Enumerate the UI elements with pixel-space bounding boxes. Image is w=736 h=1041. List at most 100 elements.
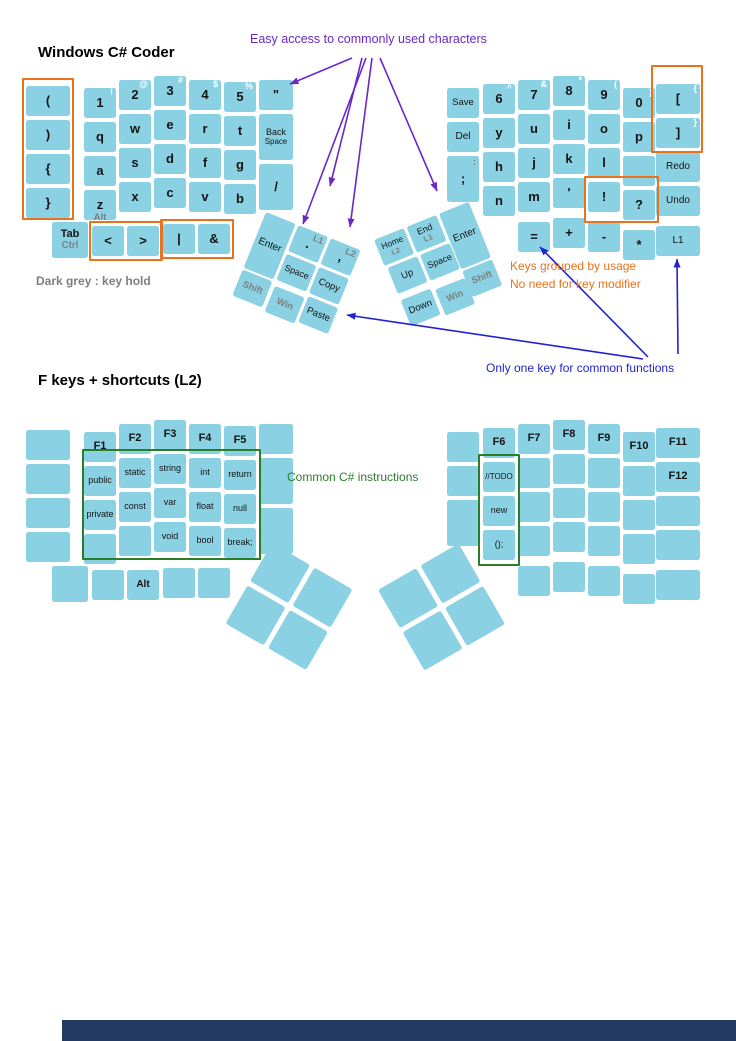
key-question: ? [623, 190, 655, 220]
key-semicolon: ;: [447, 156, 479, 202]
key-ampersand: & [198, 224, 230, 254]
key-alt-l2: Alt [127, 570, 159, 600]
key-blank [656, 496, 700, 526]
key-j: j [518, 148, 550, 178]
key-blank [588, 492, 620, 522]
key-shift-symbol: @ [139, 79, 148, 89]
highlight-brackets-column [22, 78, 74, 220]
key-0: 0) [623, 87, 655, 118]
key-plus: + [553, 218, 585, 248]
key-blank [447, 500, 479, 546]
key-blank [259, 424, 293, 454]
key-blank [553, 454, 585, 484]
key-blank [26, 464, 70, 494]
key-u: u [518, 114, 550, 144]
key-shift-symbol: ^ [506, 83, 512, 93]
key-f7: F7 [518, 424, 550, 454]
highlight-pipe-amp-keys [160, 219, 234, 259]
annotation-easy-access: Easy access to commonly used characters [250, 32, 487, 46]
key-i: i [553, 110, 585, 140]
key-undo: Undo [656, 186, 700, 216]
highlight-exclamation-question-keys [584, 176, 659, 223]
key-f8: F8 [553, 420, 585, 450]
key-blank [588, 526, 620, 556]
key-l1: L1 [656, 226, 700, 256]
key-shift-symbol: # [177, 75, 183, 85]
key-d: d [154, 144, 186, 174]
key-c: c [154, 178, 186, 208]
key-y: y [483, 118, 515, 148]
key-shift-symbol: } [693, 117, 697, 127]
key-blank [26, 430, 70, 460]
key-minus: - [588, 222, 620, 252]
key-q: q [84, 122, 116, 152]
key-blank [119, 526, 151, 556]
key-f1: F1 [84, 432, 116, 462]
key-1: 1! [84, 87, 116, 118]
key-blank [518, 492, 550, 522]
key-blank [623, 574, 655, 604]
key-g: g [224, 150, 256, 180]
key-b: b [224, 184, 256, 214]
key-todo-comment: //TODO [483, 462, 515, 492]
key-null: null [224, 494, 256, 524]
key-blank [623, 534, 655, 564]
key-f9: F9 [588, 424, 620, 454]
key-6: 6^ [483, 83, 515, 114]
key-shift-symbol: { [693, 83, 697, 93]
highlight-square-bracket-keys [651, 65, 703, 153]
key-string: string [154, 454, 186, 484]
key-hold-label: L1 [311, 232, 325, 247]
key-blank [588, 566, 620, 596]
key-asterisk: * [623, 230, 655, 260]
key-n: n [483, 186, 515, 216]
layer1-title: Windows C# Coder [38, 44, 175, 61]
key-equals: = [518, 222, 550, 252]
key-void: void [154, 522, 186, 552]
key-blank [553, 488, 585, 518]
key-o: o [588, 114, 620, 144]
key-pipe: | [163, 224, 195, 254]
key-v: v [189, 182, 221, 212]
annotation-common-cs: Common C# instructions [287, 470, 419, 484]
key-private: private [84, 500, 116, 530]
key-blank [656, 570, 700, 600]
key-blank [553, 522, 585, 552]
key-shift-symbol: $ [212, 79, 218, 89]
key-f5: F5 [224, 426, 256, 456]
key-f12: F12 [656, 462, 700, 492]
key-w: w [119, 114, 151, 144]
key-blank [588, 458, 620, 488]
key-l: l [588, 148, 620, 178]
key-4: 4$ [189, 79, 221, 110]
key-blank [26, 498, 70, 528]
key-open-bracket: [{ [656, 83, 700, 114]
layer2-title: F keys + shortcuts (L2) [38, 372, 202, 389]
key-8: 8* [553, 75, 585, 106]
key-parens-semicolon: (); [483, 530, 515, 560]
key-m: m [518, 182, 550, 212]
key-2: 2@ [119, 79, 151, 110]
key-blank [163, 568, 195, 598]
key-float: float [189, 492, 221, 522]
key-blank [52, 566, 88, 602]
key-const: const [119, 492, 151, 522]
key-blank [447, 432, 479, 462]
key-return: return [224, 460, 256, 490]
key-blank [518, 526, 550, 556]
key-9: 9( [588, 79, 620, 110]
key-int: int [189, 458, 221, 488]
key-static: static [119, 458, 151, 488]
key-3: 3# [154, 75, 186, 106]
key-shift-symbol: ) [649, 87, 652, 97]
key-down: Down [400, 288, 441, 327]
key-f10: F10 [623, 432, 655, 462]
key-k: k [553, 144, 585, 174]
key-open-paren: ( [26, 86, 70, 116]
key-hold-label: L2 [343, 246, 358, 260]
key-save: Save [447, 88, 479, 118]
key-bool: bool [189, 526, 221, 556]
key-public: public [84, 466, 116, 496]
